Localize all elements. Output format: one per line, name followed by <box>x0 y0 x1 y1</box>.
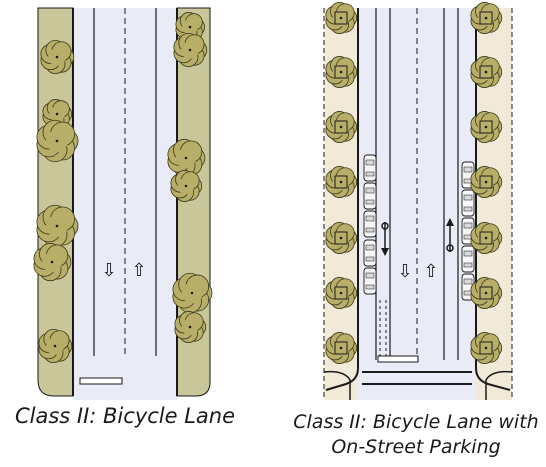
parked-car-icon <box>363 210 377 238</box>
left-trees <box>33 12 213 364</box>
left-arrow-down: ⇩ <box>101 260 116 281</box>
tree-icon <box>325 111 358 143</box>
parked-car-icon <box>363 154 377 182</box>
left-stop-bar <box>79 377 123 385</box>
tree-icon <box>470 332 503 364</box>
tree-icon <box>174 311 207 343</box>
tree-icon <box>470 56 503 88</box>
right-caption: Class II: Bicycle Lane with On-Street Pa… <box>286 410 546 460</box>
tree-icon <box>325 56 358 88</box>
right-parked-cars <box>363 154 475 301</box>
right-caption-line-2: On-Street Parking <box>331 436 501 458</box>
parked-car-icon <box>363 182 377 210</box>
bicycle-symbol-east <box>446 218 454 252</box>
tree-icon <box>175 12 206 42</box>
tree-icon <box>470 222 503 254</box>
right-stop-bar <box>377 355 419 363</box>
tree-icon <box>36 204 79 248</box>
tree-icon <box>33 242 72 282</box>
tree-icon <box>325 222 358 254</box>
tree-icon <box>173 32 208 68</box>
tree-icon <box>42 99 73 129</box>
tree-icon <box>36 119 79 163</box>
parked-car-icon <box>461 245 475 273</box>
left-arrow-up: ⇧ <box>131 260 146 281</box>
tree-icon <box>325 332 358 364</box>
bicycle-symbol-west <box>381 222 389 256</box>
parked-car-icon <box>461 189 475 217</box>
tree-icon <box>40 39 75 75</box>
tree-icon <box>170 170 203 202</box>
right-arrow-down: ⇩ <box>397 261 412 282</box>
tree-icon <box>325 166 358 198</box>
tree-icon <box>470 2 503 34</box>
right-trees <box>325 2 503 364</box>
tree-icon <box>325 2 358 34</box>
right-arrow-up: ⇧ <box>423 261 438 282</box>
parked-car-icon <box>363 239 377 267</box>
tree-icon <box>325 277 358 309</box>
tree-icon <box>470 277 503 309</box>
tree-icon <box>172 272 213 314</box>
tree-icon <box>167 138 206 178</box>
tree-icon <box>470 111 503 143</box>
parked-car-icon <box>461 273 475 301</box>
tree-icon <box>470 166 503 198</box>
right-caption-line-1: Class II: Bicycle Lane with <box>293 411 539 433</box>
right-bicycle-lane-parking-diagram: ⇩ ⇧ <box>323 2 513 400</box>
tree-icon <box>38 328 73 364</box>
street-diagrams: ⇩ ⇧ <box>33 2 513 400</box>
left-caption: Class II: Bicycle Lane <box>14 404 236 428</box>
left-bicycle-lane-diagram: ⇩ ⇧ <box>33 7 213 400</box>
parked-car-icon <box>363 267 377 295</box>
